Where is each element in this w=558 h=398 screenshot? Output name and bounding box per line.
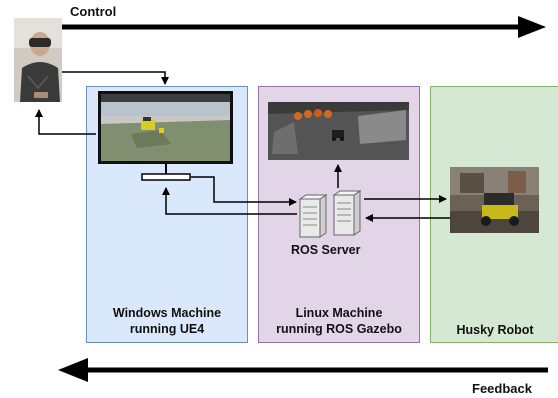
server-to-monitor-connector: [162, 187, 297, 215]
monitor-icon: [98, 91, 233, 164]
operator-to-monitor-connector: [62, 71, 169, 85]
feedback-label: Feedback: [472, 381, 532, 396]
vr-operator-photo: [14, 18, 62, 102]
panel-windows-label-line1: Windows Machine: [112, 306, 222, 320]
ue4-screen-image: [101, 94, 230, 161]
panel-linux-label-line2: running ROS Gazebo: [276, 322, 402, 336]
control-arrow: [62, 16, 546, 38]
monitor-to-server-connector: [191, 176, 297, 206]
control-label: Control: [70, 4, 117, 19]
ros-server-label: ROS Server: [291, 243, 361, 257]
server-icon: [298, 189, 362, 239]
feedback-arrow: [58, 358, 548, 382]
monitor-to-operator-connector: [35, 109, 96, 135]
panel-windows-label-line2: running UE4: [129, 322, 205, 336]
monitor-stand: [141, 164, 191, 181]
husky-robot-photo: [450, 167, 539, 233]
panel-linux-label-line1: Linux Machine: [295, 306, 383, 320]
panel-husky-label: Husky Robot: [456, 323, 534, 337]
gazebo-screen-image: [268, 102, 409, 160]
